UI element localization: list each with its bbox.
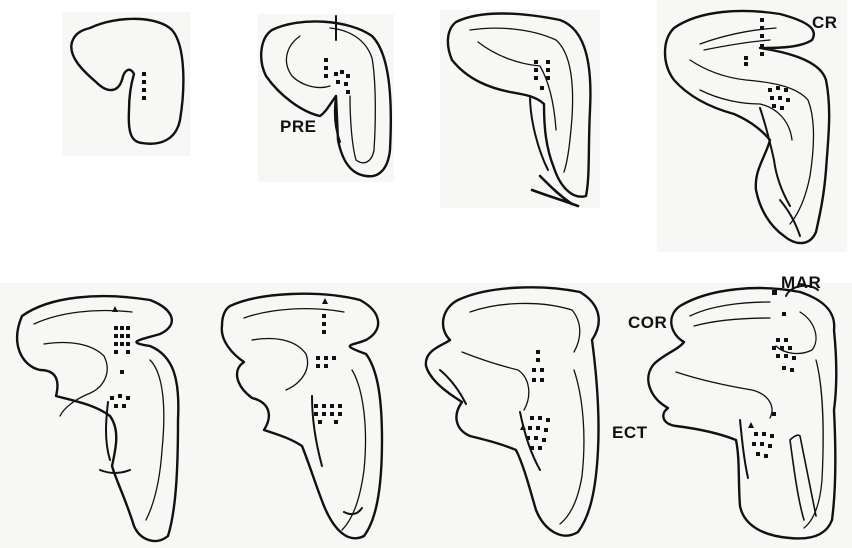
section-7-outline (426, 287, 599, 535)
brain-section-5 (17, 296, 178, 541)
brain-section-7 (426, 287, 599, 535)
section-5-inner-contour-b (146, 360, 164, 520)
brain-section-8 (648, 286, 836, 539)
label-pre: PRE (280, 118, 316, 135)
label-cor: COR (628, 314, 667, 331)
brain-section-2 (261, 16, 391, 176)
section-8-cor-contour (690, 302, 770, 326)
marker-group-section-4-lower (768, 86, 790, 110)
section-3-lower-tail (532, 176, 578, 206)
section-4-inner-contour (690, 60, 814, 224)
section-1-outline (71, 19, 183, 144)
section-8-sulcus (740, 420, 748, 478)
marker-group-section-1 (142, 72, 146, 100)
brain-section-1 (71, 19, 183, 144)
section-3-inner-contour (470, 28, 573, 172)
marker-group-section-5-lower (110, 394, 130, 408)
section-7-inner-contour (470, 303, 580, 352)
brain-section-3 (448, 14, 591, 207)
section-2-outline (261, 21, 391, 176)
marker-group-section-6-lower (314, 404, 342, 424)
marker-group-section-8-upper (772, 290, 796, 372)
label-cr: CR (812, 14, 838, 31)
marker-group-section-5-upper (112, 306, 130, 374)
section-6-inner-contour-b (342, 370, 366, 530)
marker-group-section-7-upper (532, 350, 544, 382)
label-ect: ECT (612, 424, 648, 441)
section-4-cr-contour (700, 28, 776, 50)
section-7-sulcus (440, 370, 540, 470)
section-5-outline (17, 296, 178, 541)
section-8-outline (648, 288, 836, 538)
section-8-ventricle (790, 435, 816, 520)
section-4-outline (665, 11, 829, 243)
section-7-inner-contour-c (560, 370, 584, 524)
section-6-fissure (344, 508, 362, 514)
section-7-inner-contour-b (462, 352, 529, 410)
marker-group-section-2 (324, 58, 350, 94)
section-2-inner-contour-b (286, 36, 330, 88)
marker-group-section-3 (534, 60, 550, 90)
section-3-outline (448, 14, 591, 197)
brain-section-4 (665, 11, 829, 243)
section-6-inner-contour (244, 309, 344, 390)
section-8-inner-contour-b (676, 372, 772, 418)
marker-group-section-8-lower (748, 412, 776, 458)
brain-section-6 (222, 294, 382, 539)
label-mar: MAR (781, 274, 821, 291)
